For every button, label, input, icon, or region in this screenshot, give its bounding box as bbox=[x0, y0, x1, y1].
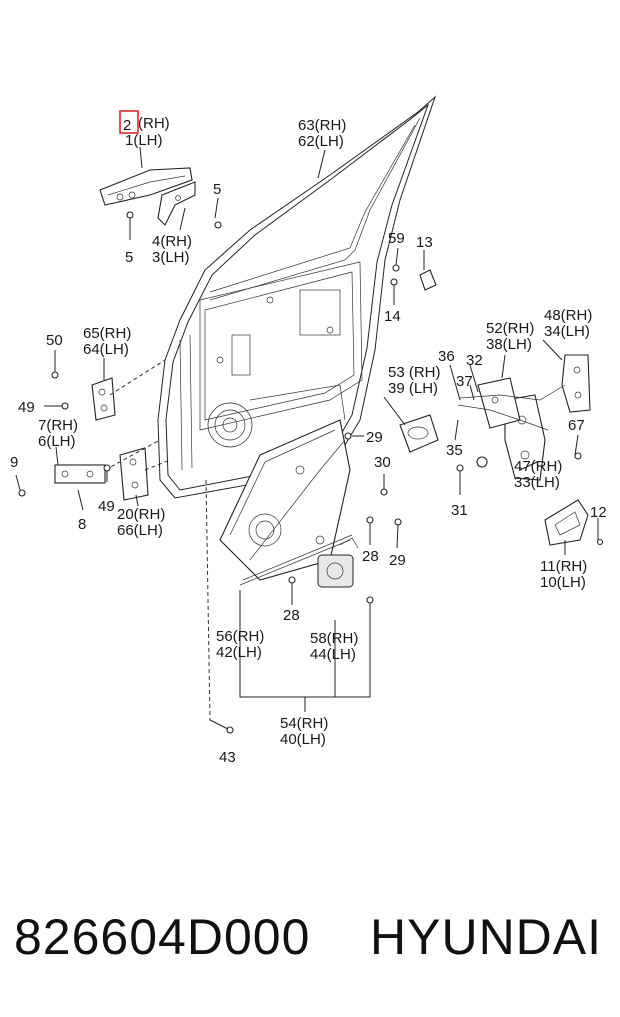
callout-44: 44(LH) bbox=[310, 646, 356, 663]
inside-handle-cover bbox=[544, 499, 589, 546]
callout-58: 58(RH) bbox=[310, 630, 358, 647]
callout-6: 6(LH) bbox=[38, 433, 76, 450]
callout-47: 47(RH) bbox=[514, 458, 562, 475]
callout-66: 66(LH) bbox=[117, 522, 163, 539]
callout-62: 62(LH) bbox=[298, 133, 344, 150]
callout-30: 30 bbox=[374, 454, 391, 471]
callout-7: 7(RH) bbox=[38, 417, 78, 434]
callout-33: 33(LH) bbox=[514, 474, 560, 491]
callout-29-upper: 29 bbox=[366, 429, 383, 446]
callout-10: 10(LH) bbox=[540, 574, 586, 591]
callout-39: 39 (LH) bbox=[388, 380, 438, 397]
window-regulator bbox=[219, 419, 353, 586]
latch-bracket-48 bbox=[561, 354, 591, 413]
part-13 bbox=[419, 269, 437, 291]
latch-actuator bbox=[477, 377, 521, 429]
callout-50: 50 bbox=[46, 332, 63, 349]
callout-2: 2 bbox=[123, 117, 131, 134]
upper-hinge bbox=[91, 377, 116, 421]
brand-name: HYUNDAI bbox=[370, 909, 603, 965]
callout-14: 14 bbox=[384, 308, 401, 325]
latch-rod bbox=[459, 384, 566, 401]
part-number: 826604D000 bbox=[14, 909, 311, 965]
latch-cable bbox=[457, 404, 549, 431]
door-frame bbox=[157, 95, 437, 499]
callout-52: 52(RH) bbox=[486, 320, 534, 337]
callout-49-lower: 49 bbox=[98, 498, 115, 515]
regulator-motor bbox=[317, 537, 359, 588]
callout-28-right: 28 bbox=[362, 548, 379, 565]
callout-54: 54(RH) bbox=[280, 715, 328, 732]
leader-lines bbox=[15, 146, 599, 731]
callout-13: 13 bbox=[416, 234, 433, 251]
callout-36: 36 bbox=[438, 348, 455, 365]
highlight-box bbox=[119, 110, 139, 134]
callout-43: 43 bbox=[219, 749, 236, 766]
callout-28-left: 28 bbox=[283, 607, 300, 624]
callout-4: 4(RH) bbox=[152, 233, 192, 250]
callout-35: 35 bbox=[446, 442, 463, 459]
callout-5-upper: 5 bbox=[213, 181, 221, 198]
callout-37: 37 bbox=[456, 373, 473, 390]
callout-11: 11(RH) bbox=[540, 558, 587, 575]
callout-67: 67 bbox=[568, 417, 585, 434]
callout-40: 40(LH) bbox=[280, 731, 326, 748]
lower-hinge bbox=[54, 464, 106, 484]
callout-48: 48(RH) bbox=[544, 307, 592, 324]
callout-32: 32 bbox=[466, 352, 483, 369]
callout-42: 42(LH) bbox=[216, 644, 262, 661]
callout-20: 20(RH) bbox=[117, 506, 165, 523]
handle-base bbox=[157, 181, 196, 226]
callout-labels: 2 (RH) 1(LH) 63(RH) 62(LH) 5 5 4(RH) 3(L… bbox=[10, 115, 607, 766]
door-checker bbox=[119, 447, 149, 501]
outside-handle bbox=[99, 167, 193, 206]
callout-2-rh: (RH) bbox=[138, 115, 170, 132]
inside-handle-53 bbox=[399, 414, 439, 453]
callout-5-lower: 5 bbox=[125, 249, 133, 266]
callout-53: 53 (RH) bbox=[388, 364, 441, 381]
callout-65: 65(RH) bbox=[83, 325, 131, 342]
callout-38: 38(LH) bbox=[486, 336, 532, 353]
callout-3: 3(LH) bbox=[152, 249, 190, 266]
fasteners bbox=[18, 211, 604, 734]
callout-1: 1(LH) bbox=[125, 132, 163, 149]
callout-64: 64(LH) bbox=[83, 341, 129, 358]
callout-31: 31 bbox=[451, 502, 468, 519]
callout-34: 34(LH) bbox=[544, 323, 590, 340]
callout-49-left: 49 bbox=[18, 399, 35, 416]
callout-12: 12 bbox=[590, 504, 607, 521]
callout-9: 9 bbox=[10, 454, 18, 471]
callout-56: 56(RH) bbox=[216, 628, 264, 645]
callout-63: 63(RH) bbox=[298, 117, 346, 134]
callout-29-lower: 29 bbox=[389, 552, 406, 569]
callout-8: 8 bbox=[78, 516, 86, 533]
callout-59: 59 bbox=[388, 230, 405, 247]
